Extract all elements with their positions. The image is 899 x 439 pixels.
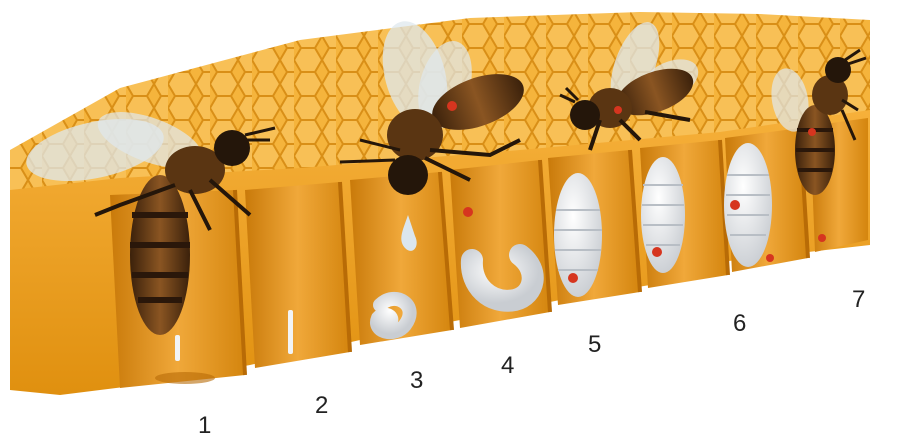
egg-stage-2 bbox=[288, 310, 293, 354]
stage-label-6: 6 bbox=[733, 312, 746, 336]
pupa-early bbox=[641, 157, 685, 273]
stage-label-4: 4 bbox=[501, 354, 514, 378]
cell-marker-7 bbox=[818, 234, 826, 242]
stage-label-5: 5 bbox=[588, 333, 601, 357]
young-larva bbox=[377, 299, 410, 332]
stage-label-3: 3 bbox=[410, 369, 423, 393]
prepupa bbox=[554, 173, 602, 297]
cell-2 bbox=[245, 182, 350, 368]
stage-label-1: 1 bbox=[198, 414, 211, 438]
stage-label-7: 7 bbox=[852, 288, 865, 312]
cell-marker-4 bbox=[463, 207, 473, 217]
stage-label-2: 2 bbox=[315, 394, 328, 418]
egg-stage-1 bbox=[175, 335, 180, 361]
